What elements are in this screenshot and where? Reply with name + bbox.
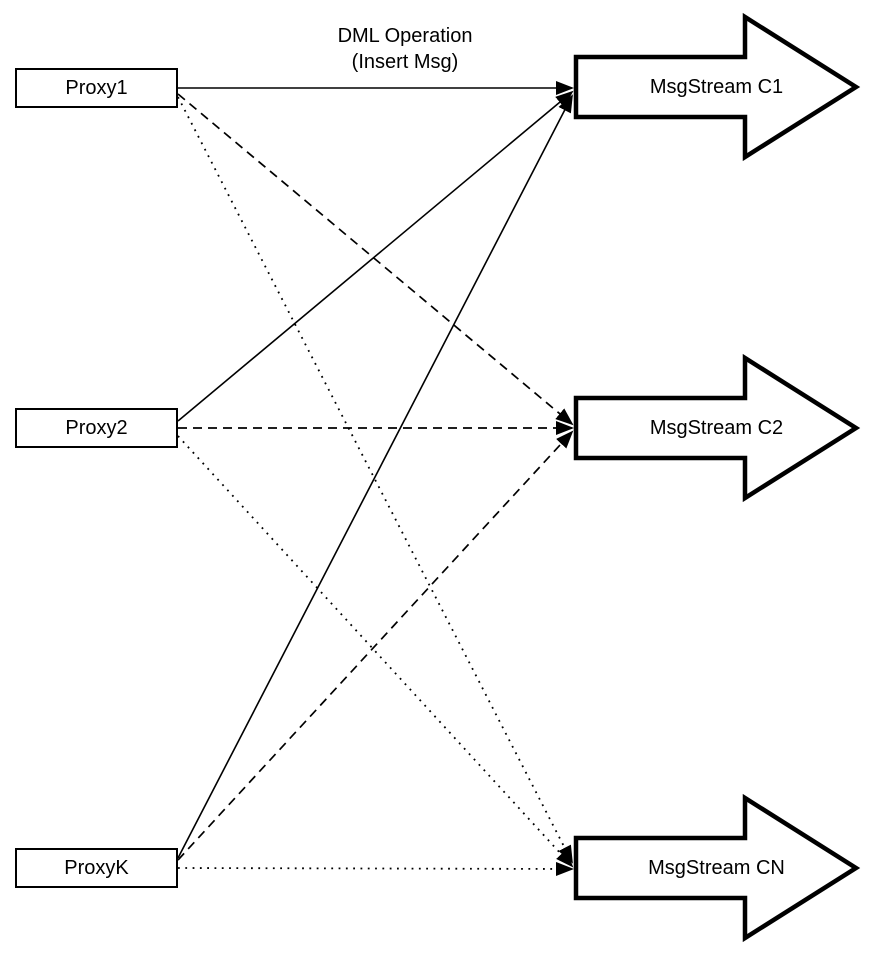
proxy1-label: Proxy1 [65,77,128,99]
edge-proxyk-msgstream-c1 [177,94,573,859]
proxy1-box: Proxy1 [15,68,178,108]
edge-proxy2-msgstream-c1 [177,90,574,422]
edge-proxy1-msgstream-c2 [177,93,574,426]
edge-proxy2-msgstream-cn [177,435,574,868]
proxy2-label: Proxy2 [65,417,128,439]
msgstream-c1-arrow-shape [573,12,861,162]
edge-proxyk-msgstream-cn [177,861,574,876]
msgstream-c2-arrow-shape [573,353,861,503]
proxyk-label: ProxyK [64,857,129,879]
edge-proxy1-msgstream-cn [177,96,573,864]
proxyk-box: ProxyK [15,848,178,888]
msgstream-cn-arrow-shape [573,793,861,943]
diagram-title: DML Operation (Insert Msg) [285,23,525,75]
edge-proxyk-msgstream-c2 [177,430,574,861]
proxy2-box: Proxy2 [15,408,178,448]
diagram-title-line2: (Insert Msg) [351,51,459,73]
diagram-title-line1: DML Operation [337,25,473,47]
